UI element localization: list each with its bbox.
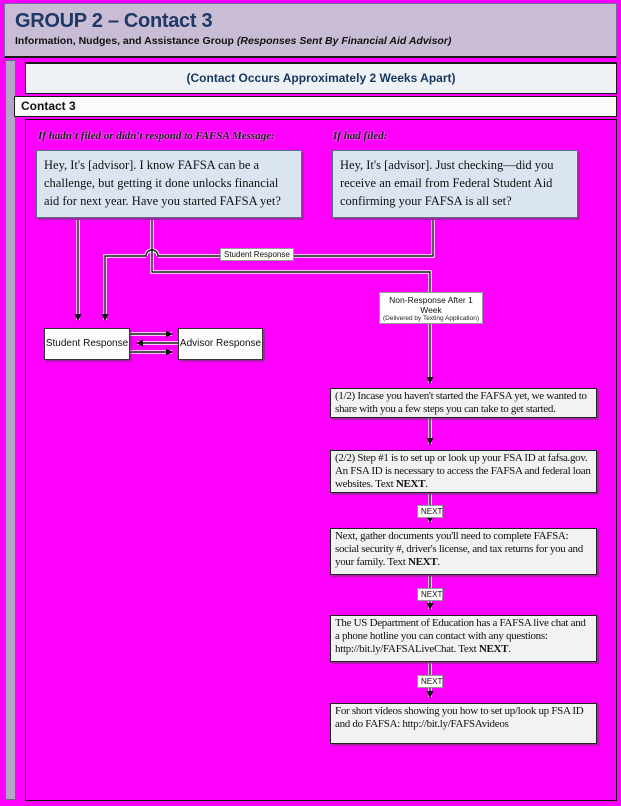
step-2-text: (2/2) Step #1 is to set up or look up yo… bbox=[335, 452, 591, 490]
step-2-bold: NEXT bbox=[395, 478, 426, 490]
step-3-bold: NEXT bbox=[407, 556, 438, 568]
non-response-line1: Non-Response After 1 Week bbox=[389, 295, 473, 315]
non-response-label: Non-Response After 1 Week (Delivered by … bbox=[379, 292, 483, 324]
step-1-text: (1/2) Incase you haven't started the FAF… bbox=[335, 390, 587, 415]
group-bracket-strip bbox=[5, 60, 16, 800]
next-label-2: NEXT bbox=[417, 588, 443, 601]
student-response-box: Student Response bbox=[44, 328, 130, 360]
step-box-3: Next, gather documents you'll need to co… bbox=[330, 528, 597, 575]
connector-right-msg-down-left bbox=[158, 220, 434, 257]
step-3-text: Next, gather documents you'll need to co… bbox=[335, 530, 583, 568]
step-4-bold: NEXT bbox=[478, 643, 509, 655]
connector-nonresponse-path bbox=[151, 220, 434, 384]
non-response-line2: (Delivered by Texting Application) bbox=[383, 315, 479, 322]
step-box-5: For short videos showing you how to set … bbox=[330, 703, 597, 744]
subtitle-sender-note: (Responses Sent By Financial Aid Advisor… bbox=[236, 35, 452, 47]
advisor-response-box: Advisor Response bbox=[178, 328, 263, 360]
branch-left-caption: If hadn't filed or didn't respond to FAF… bbox=[38, 130, 275, 142]
step-5-text: For short videos showing you how to set … bbox=[335, 705, 584, 730]
step-box-2: (2/2) Step #1 is to set up or look up yo… bbox=[330, 450, 597, 493]
step-4-text: The US Department of Education has a FAF… bbox=[335, 617, 586, 655]
contact-section-header: Contact 3 bbox=[14, 96, 617, 117]
branch-right-caption: If had filed: bbox=[333, 130, 388, 142]
next-label-1: NEXT bbox=[417, 505, 443, 518]
diagram-header: GROUP 2 – Contact 3 Information, Nudges,… bbox=[4, 3, 617, 58]
step-box-4: The US Department of Education has a FAF… bbox=[330, 615, 597, 662]
step-box-1: (1/2) Incase you haven't started the FAF… bbox=[330, 388, 597, 418]
connector-right-to-student-response bbox=[101, 255, 146, 321]
student-response-line-label: Student Response bbox=[220, 248, 294, 261]
message-box-not-filed: Hey, It's [advisor]. I know FAFSA can be… bbox=[36, 150, 302, 218]
next-label-3: NEXT bbox=[417, 675, 443, 688]
page-subtitle: Information, Nudges, and Assistance Grou… bbox=[15, 35, 616, 47]
page-title: GROUP 2 – Contact 3 bbox=[15, 10, 213, 32]
contact-timing-band: (Contact Occurs Approximately 2 Weeks Ap… bbox=[25, 62, 617, 94]
message-box-had-filed: Hey, It's [advisor]. Just checking—did y… bbox=[332, 150, 578, 218]
subtitle-group-name: Information, Nudges, and Assistance Grou… bbox=[15, 35, 237, 47]
